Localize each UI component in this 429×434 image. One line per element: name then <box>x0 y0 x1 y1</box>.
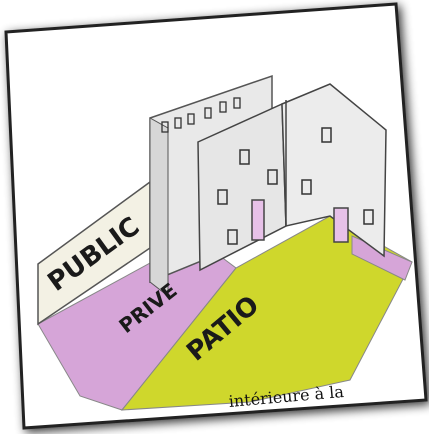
window <box>217 189 228 205</box>
window-row-top <box>161 97 241 133</box>
window <box>363 209 374 225</box>
door <box>251 199 265 241</box>
window <box>227 229 238 245</box>
prive-right-strip <box>351 235 413 281</box>
door <box>333 207 349 243</box>
window <box>239 149 250 165</box>
ground-plane <box>37 215 413 411</box>
window <box>267 169 278 185</box>
front-building <box>197 83 387 272</box>
window <box>301 179 312 195</box>
window <box>321 127 332 143</box>
